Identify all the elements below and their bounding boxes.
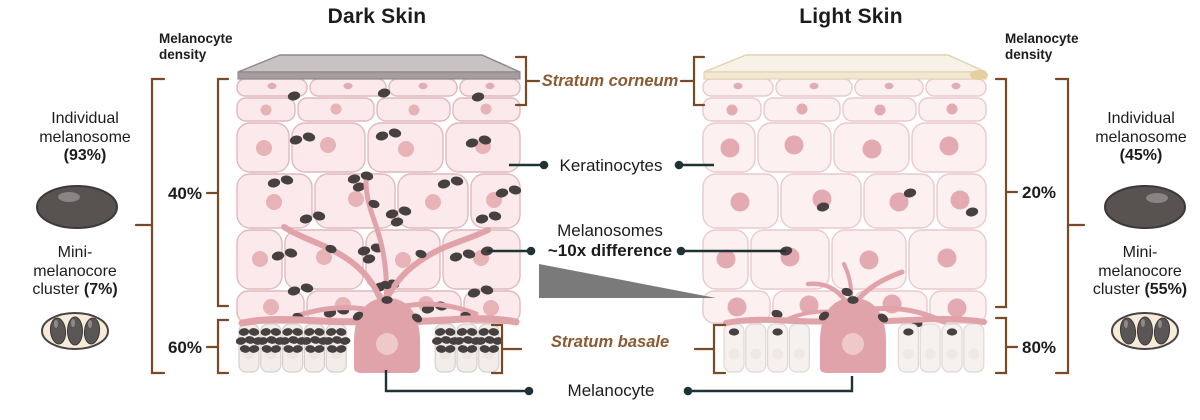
melanocyte-pointer-right (688, 376, 854, 393)
density-bracket-outer-left (134, 77, 166, 375)
melanocyte-density-label-right: Melanocyte density (1005, 31, 1079, 62)
stratum-corneum-label: Stratum corneum (541, 72, 679, 90)
light-skin-title: Light Skin (799, 5, 903, 28)
mini-melanocore-name-left: Mini- melanocore (33, 244, 117, 280)
difference-label: ~10x difference (547, 241, 673, 260)
melanosomes-label-group: Melanosomes ~10x difference (524, 221, 696, 261)
lower-pct-left: 60% (167, 338, 202, 357)
mini-melanocore-label-right: Mini- melanocore cluster (55%) (1060, 244, 1200, 300)
individual-melanosome-icon-right (1104, 185, 1186, 229)
density-bracket-lower-right (994, 316, 1019, 375)
individual-melanosome-label-left: Individual melanosome (93%) (10, 110, 160, 166)
mini-melanocore-pct-left: (7%) (83, 281, 118, 298)
stratum-corneum-bracket-left (514, 55, 541, 107)
mini-melanocore-word-right: cluster (1092, 281, 1140, 298)
light-skin-illustration (702, 54, 988, 373)
dark-skin-illustration (236, 54, 522, 373)
density-bracket-upper-left (205, 77, 230, 308)
melanocyte-label: Melanocyte (567, 381, 655, 400)
melanosomes-label: Melanosomes (557, 221, 663, 240)
individual-melanosome-name-right: Individual melanosome (1095, 110, 1187, 146)
lower-pct-right: 80% (1022, 338, 1057, 357)
keratinocytes-label: Keratinocytes (559, 156, 663, 175)
mini-melanocore-word-left: cluster (32, 281, 80, 298)
melanocyte-pointer-left (384, 370, 529, 393)
stratum-basale-bracket-left (490, 323, 523, 375)
mini-melanocore-pct-right: (55%) (1144, 281, 1188, 298)
mini-melanocore-label-left: Mini- melanocore cluster (7%) (0, 244, 150, 300)
density-bracket-outer-right (1054, 77, 1086, 375)
stratum-basale-bracket-right (693, 323, 727, 375)
individual-melanosome-pct-right: (45%) (1119, 147, 1163, 164)
dark-skin-title: Dark Skin (327, 5, 427, 28)
gradient-triangle (539, 264, 716, 298)
density-bracket-lower-left (205, 318, 230, 375)
individual-melanosome-name-left: Individual melanosome (39, 110, 131, 146)
individual-melanosome-label-right: Individual melanosome (45%) (1066, 110, 1200, 166)
stratum-basale-label: Stratum basale (550, 333, 670, 351)
melanocyte-density-label-left: Melanocyte density (159, 31, 233, 62)
mini-melanocore-name-right: Mini- melanocore (1098, 244, 1182, 280)
upper-pct-left: 40% (167, 184, 202, 203)
mini-melanocore-cluster-icon-left (41, 312, 109, 350)
upper-pct-right: 20% (1022, 183, 1057, 202)
mini-melanocore-cluster-icon-right (1111, 312, 1179, 350)
individual-melanosome-pct-left: (93%) (63, 147, 107, 164)
stratum-corneum-bracket-right (679, 55, 706, 107)
density-bracket-upper-right (994, 77, 1019, 309)
individual-melanosome-icon-left (36, 185, 118, 229)
